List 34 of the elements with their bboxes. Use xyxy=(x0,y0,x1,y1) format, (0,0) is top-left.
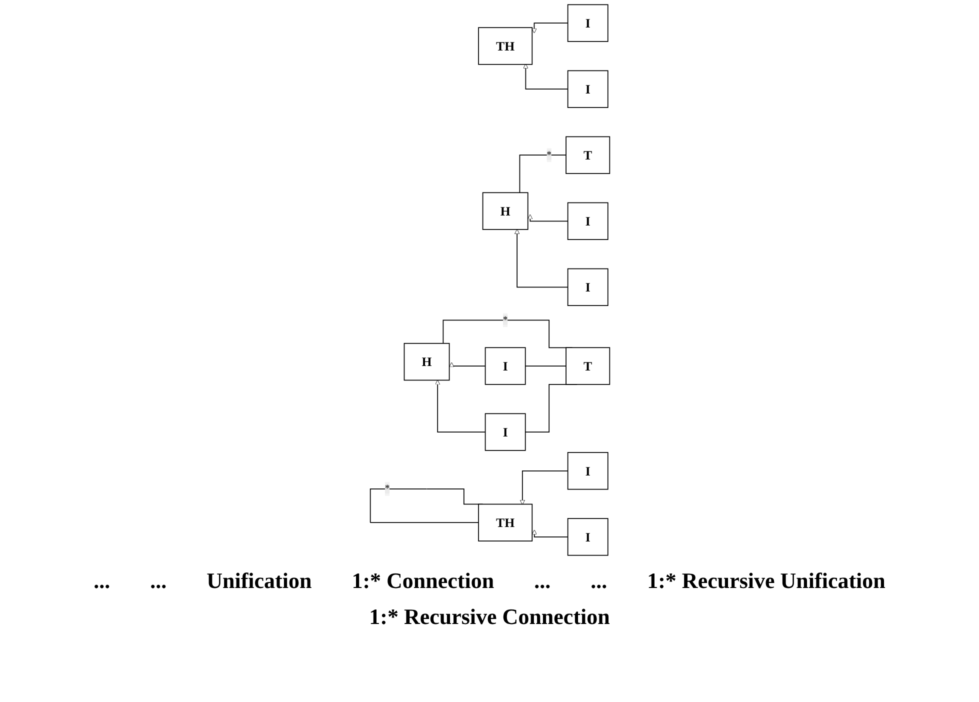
arrow xyxy=(514,228,568,288)
diagram-caption: ... xyxy=(590,568,608,594)
diagram-caption: Unification xyxy=(206,568,312,594)
arrow xyxy=(522,63,568,90)
node-box: I xyxy=(484,347,526,385)
arrow xyxy=(448,362,486,368)
node-box: I xyxy=(566,70,608,108)
node-box: I xyxy=(566,202,608,240)
node-box: I xyxy=(566,518,608,556)
diagram-caption: 1:* Recursive Unification xyxy=(647,568,886,594)
diagram-caption: ... xyxy=(150,568,167,594)
node-box: H xyxy=(482,192,528,230)
node-box: I xyxy=(566,268,608,306)
arrow xyxy=(531,22,568,34)
node-box: I xyxy=(484,413,526,451)
node-box: H xyxy=(403,342,450,381)
edge-label: * xyxy=(502,314,508,325)
diagram-caption: 1:* Connection xyxy=(352,568,494,594)
arrow xyxy=(519,470,568,505)
arrow xyxy=(531,530,568,538)
edge-label: * xyxy=(384,484,390,494)
diagram-caption: ... xyxy=(94,568,110,594)
connector xyxy=(518,154,566,194)
diagram-caption: 1:* Recursive Connection xyxy=(369,604,610,630)
node-box: TH xyxy=(478,504,532,542)
arrow xyxy=(434,380,486,432)
node-box: TH xyxy=(478,27,532,65)
node-box: I xyxy=(566,4,608,42)
node-box: T xyxy=(565,347,610,385)
edge-label: * xyxy=(546,150,551,160)
diagram-caption: ... xyxy=(534,568,551,594)
arrow xyxy=(527,214,568,222)
node-box: T xyxy=(565,136,610,174)
node-box: I xyxy=(566,452,608,490)
